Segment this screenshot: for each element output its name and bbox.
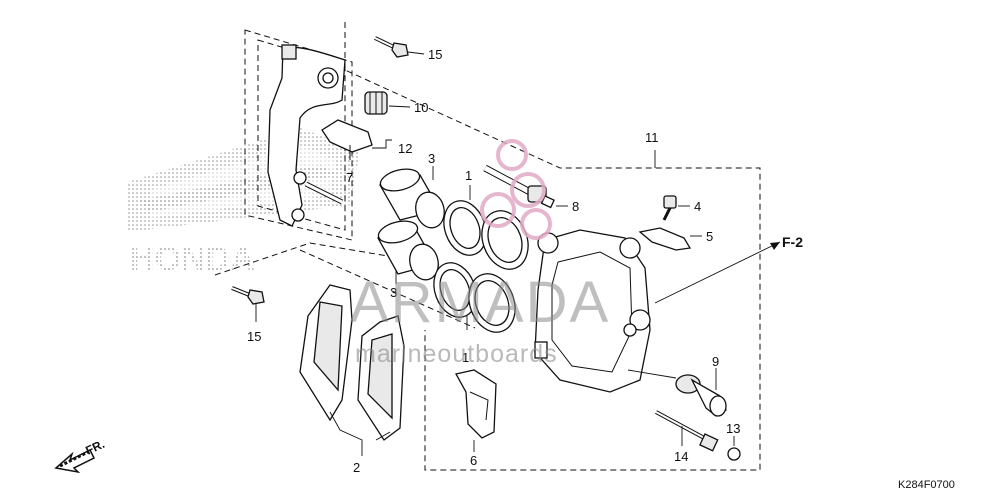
callout-8: 8 bbox=[572, 199, 579, 214]
callout-15-top: 15 bbox=[428, 47, 442, 62]
caliper-bracket-12 bbox=[267, 44, 346, 227]
callout-labels: 15 10 12 7 3 1 8 11 4 5 15 3 1 9 2 6 14 … bbox=[247, 47, 740, 475]
bolt-15-top bbox=[374, 36, 425, 58]
callout-4: 4 bbox=[694, 199, 701, 214]
front-direction-arrow: FR. bbox=[54, 437, 107, 474]
callout-6: 6 bbox=[470, 453, 477, 468]
callout-15-bottom: 15 bbox=[247, 329, 261, 344]
callout-1-upper: 1 bbox=[465, 168, 472, 183]
direction-label: FR. bbox=[83, 437, 106, 458]
background-logo-text: HONDA bbox=[130, 240, 255, 278]
callout-12: 12 bbox=[398, 141, 412, 156]
callout-11: 11 bbox=[645, 130, 659, 145]
honda-wing-logo: HONDA bbox=[128, 128, 360, 278]
callout-10: 10 bbox=[414, 100, 428, 115]
assembly-11-outline bbox=[344, 22, 761, 471]
brake-pad-2-left bbox=[299, 284, 353, 422]
callout-3-lower: 3 bbox=[390, 285, 397, 300]
pad-spring-6 bbox=[455, 369, 497, 452]
callout-3-upper: 3 bbox=[428, 151, 435, 166]
bleeder-4 bbox=[662, 195, 690, 221]
callout-9: 9 bbox=[712, 354, 719, 369]
callout-13: 13 bbox=[726, 421, 740, 436]
callout-7: 7 bbox=[346, 170, 353, 185]
reference-label: F-2 bbox=[782, 234, 803, 250]
bleeder-cap-5 bbox=[638, 227, 702, 251]
seal-1-upper bbox=[443, 200, 529, 270]
pad-pin-14 bbox=[655, 410, 719, 452]
watermark-brand: ARMADA bbox=[350, 270, 610, 335]
piston-3-lower bbox=[377, 220, 439, 281]
pin-bolt-9 bbox=[675, 368, 727, 417]
armada-logo-mark bbox=[480, 139, 552, 240]
pad-spring-7 bbox=[321, 119, 373, 160]
armada-watermark: ARMADA marineoutboards bbox=[350, 139, 610, 368]
bolt-15-bottom bbox=[231, 286, 265, 322]
watermark-tagline: marineoutboards bbox=[355, 340, 558, 368]
pin-clip-13 bbox=[727, 436, 741, 461]
callout-14: 14 bbox=[674, 449, 688, 464]
boot-10 bbox=[364, 91, 411, 115]
brake-pad-2-right bbox=[357, 315, 405, 441]
callout-2: 2 bbox=[353, 460, 360, 475]
callout-1-lower: 1 bbox=[462, 350, 469, 365]
callout-5: 5 bbox=[706, 229, 713, 244]
seal-1-lower bbox=[433, 262, 516, 333]
diagram-code: K284F0700 bbox=[898, 479, 955, 491]
piston-3-upper bbox=[379, 168, 445, 229]
